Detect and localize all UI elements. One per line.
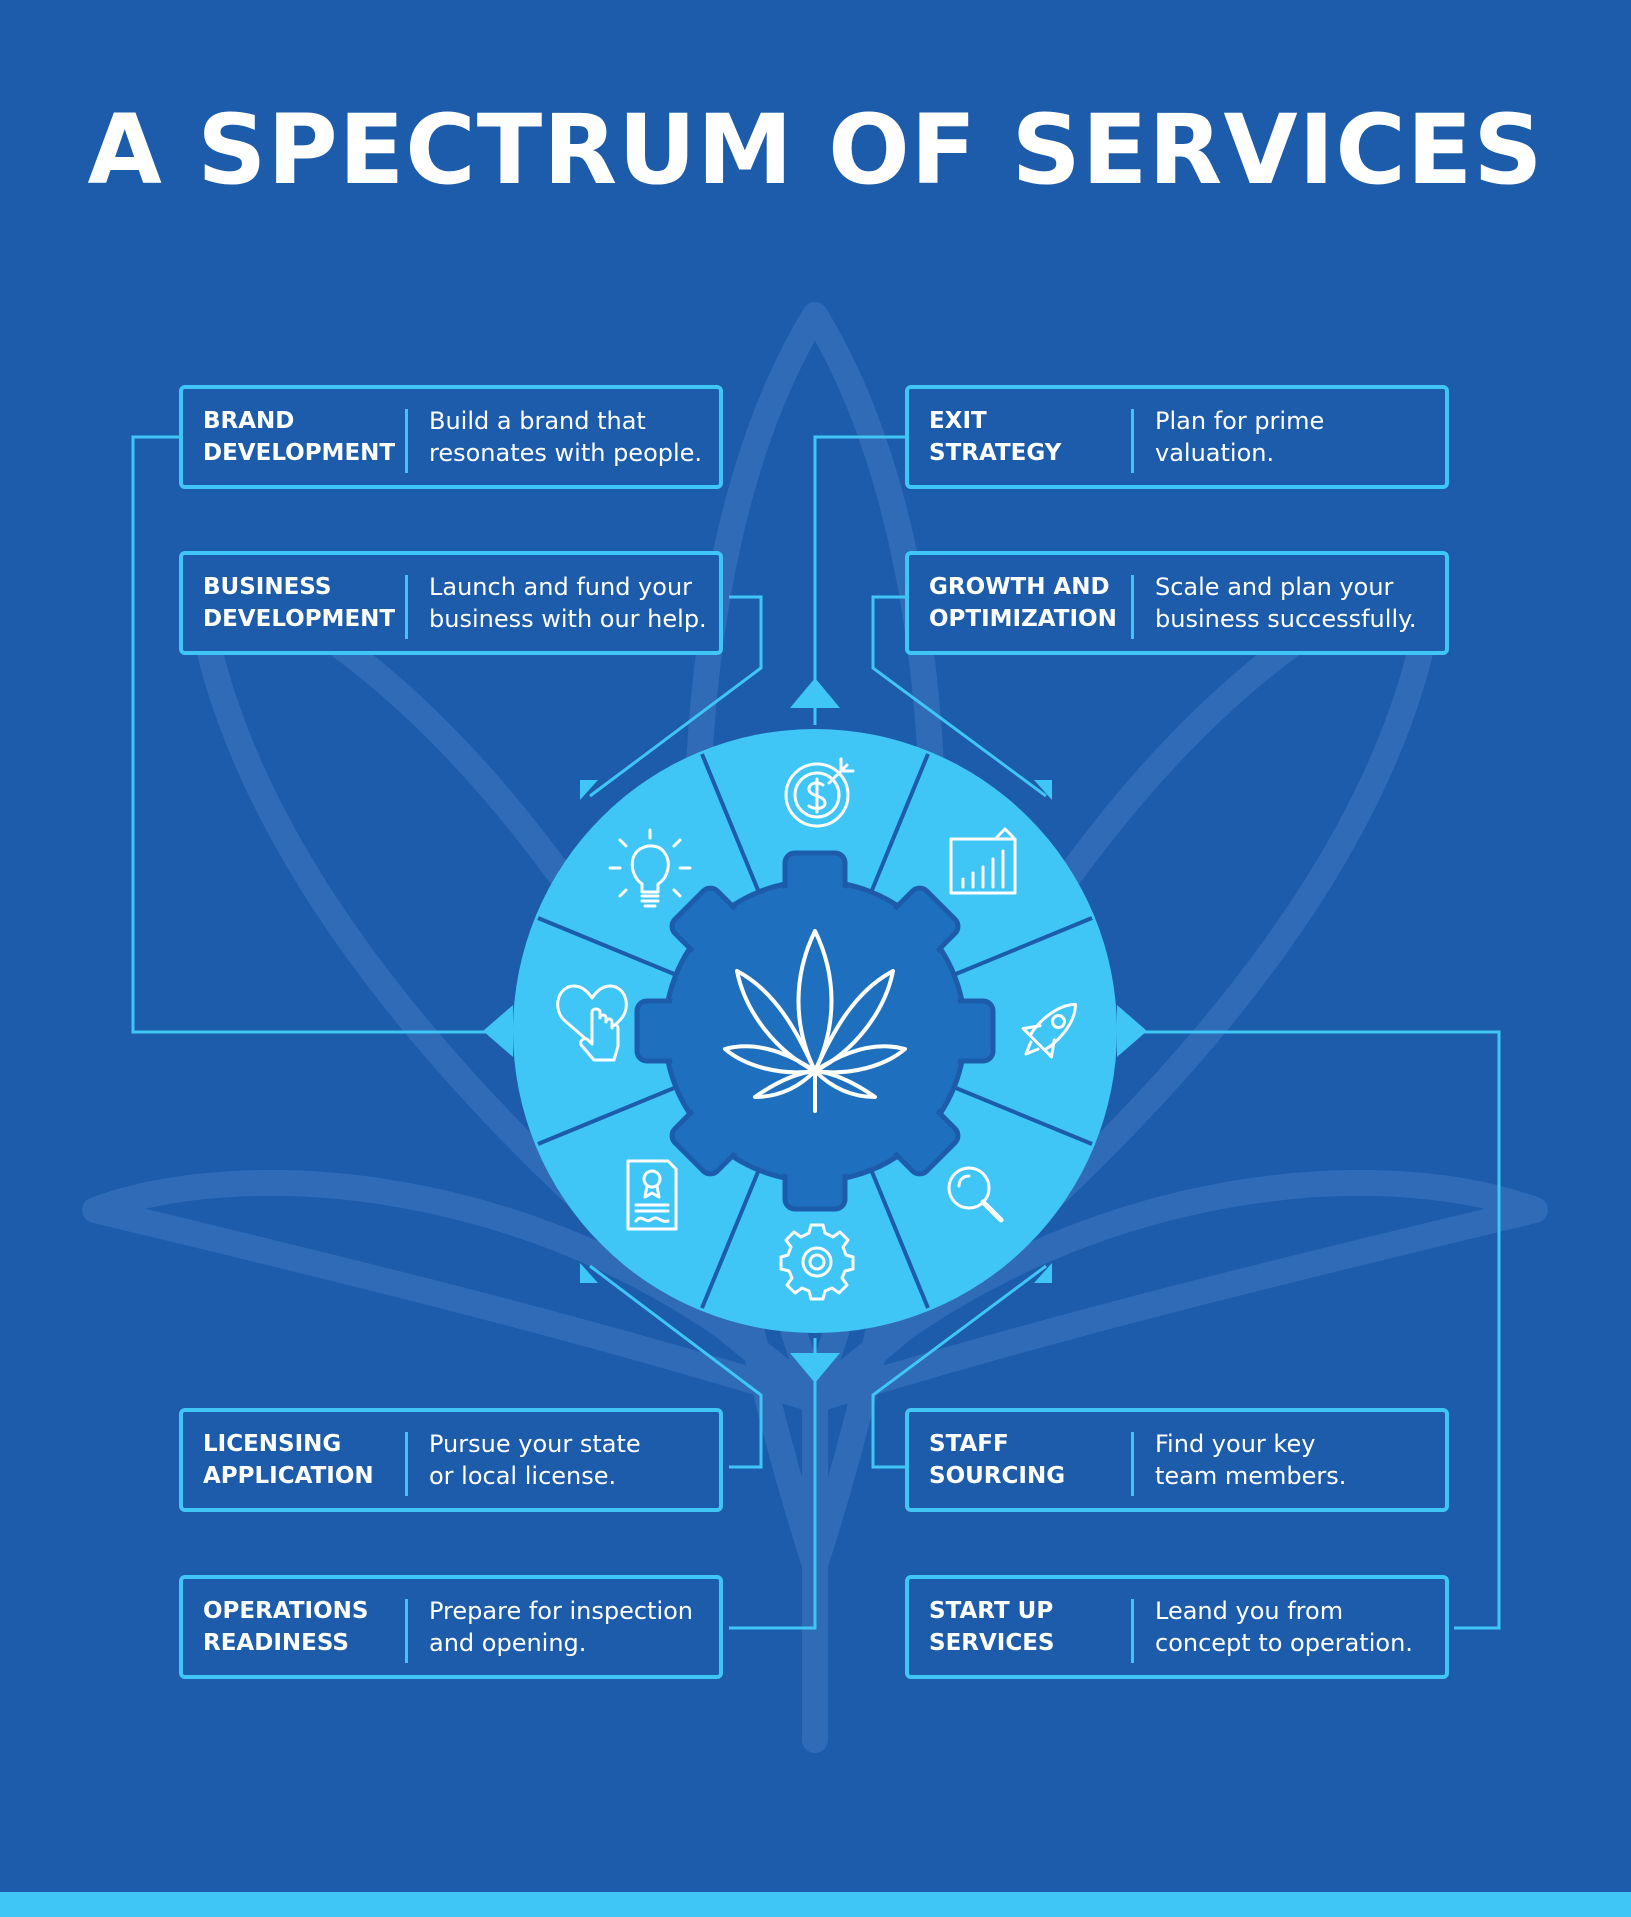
service-name: LICENSING APPLICATION (203, 1431, 374, 1489)
card-divider (1131, 1599, 1134, 1663)
service-name: START UP SERVICES (929, 1598, 1055, 1656)
service-description: Build a brand that resonates with people… (429, 407, 703, 467)
card-growth-and-optimization: GROWTH AND OPTIMIZATION Scale and plan y… (905, 551, 1449, 655)
card-divider (405, 575, 408, 639)
bottom-accent-bar (0, 1892, 1631, 1917)
service-description: Pursue your state or local license. (429, 1430, 641, 1490)
connector-lines (131, 435, 1501, 1630)
service-description: Leand you from concept to operation. (1155, 1597, 1413, 1657)
service-description: Prepare for inspection and opening. (429, 1597, 694, 1657)
service-wheel (483, 678, 1147, 1383)
card-divider (405, 1432, 408, 1496)
gear-icon (779, 1223, 855, 1301)
service-description: Launch and fund your business with our h… (429, 573, 707, 633)
service-description: Scale and plan your business successfull… (1155, 573, 1417, 633)
card-brand-development: BRAND DEVELOPMENT Build a brand that res… (179, 385, 723, 489)
heart-hand-icon (556, 984, 628, 1062)
card-staff-sourcing: STAFF SOURCING Find your key team member… (905, 1408, 1449, 1512)
card-divider (405, 409, 408, 473)
dollar-target-icon (784, 757, 855, 828)
card-divider (405, 1599, 408, 1663)
wheel-hub (634, 850, 996, 1212)
cannabis-leaf-icon (723, 929, 907, 1113)
certificate-icon (626, 1159, 678, 1231)
card-licensing-application: LICENSING APPLICATION Pursue your state … (179, 1408, 723, 1512)
card-business-development: BUSINESS DEVELOPMENT Launch and fund you… (179, 551, 723, 655)
card-exit-strategy: EXIT STRATEGY Plan for prime valuation. (905, 385, 1449, 489)
rocket-icon (1021, 1003, 1077, 1059)
card-divider (1131, 409, 1134, 473)
lightbulb-icon (608, 828, 692, 908)
service-name: EXIT STRATEGY (929, 408, 1062, 466)
page-title: A SPECTRUM OF SERVICES (87, 94, 1544, 206)
service-description: Find your key team members. (1155, 1430, 1347, 1490)
card-operations-readiness: OPERATIONS READINESS Prepare for inspect… (179, 1575, 723, 1679)
service-name: GROWTH AND OPTIMIZATION (929, 574, 1117, 632)
service-name: STAFF SOURCING (929, 1431, 1066, 1489)
magnifier-icon (947, 1166, 1004, 1223)
growth-chart-icon (949, 827, 1017, 895)
service-name: OPERATIONS READINESS (203, 1598, 369, 1656)
service-description: Plan for prime valuation. (1155, 407, 1325, 467)
card-start-up-services: START UP SERVICES Leand you from concept… (905, 1575, 1449, 1679)
service-name: BUSINESS DEVELOPMENT (203, 574, 396, 632)
card-divider (1131, 575, 1134, 639)
card-divider (1131, 1432, 1134, 1496)
service-name: BRAND DEVELOPMENT (203, 408, 396, 466)
